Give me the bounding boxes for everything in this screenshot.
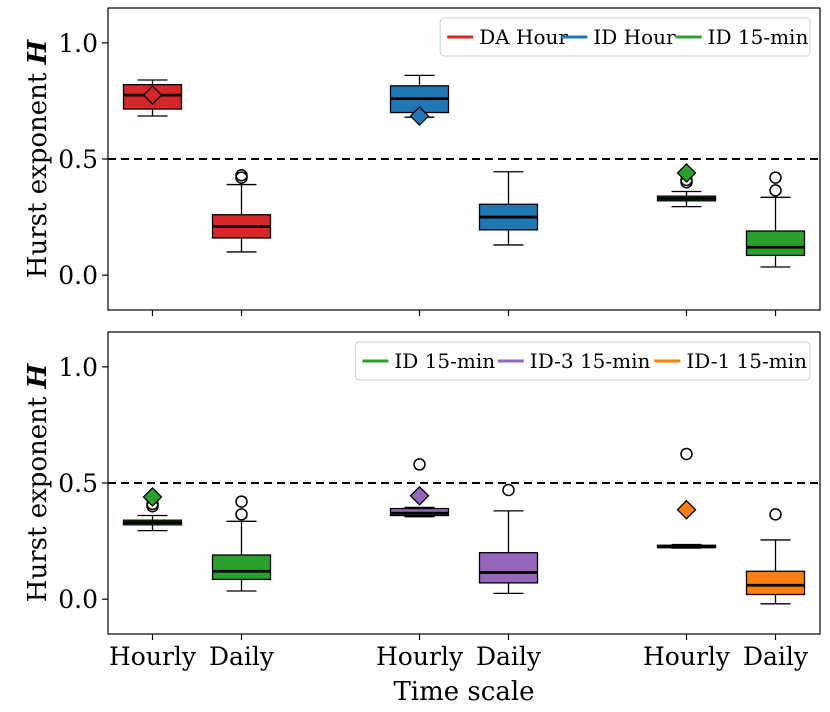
box-1	[122, 79, 183, 117]
box-5	[656, 163, 717, 208]
x-tick-label: Hourly	[376, 642, 464, 671]
outlier-point	[769, 508, 782, 521]
legend-frame	[439, 17, 811, 57]
legend-label: ID-3 15-min	[530, 349, 651, 373]
outlier-point	[769, 184, 782, 197]
legend-label: ID-1 15-min	[686, 349, 807, 373]
outlier-point	[235, 169, 248, 182]
x-tick-label: Daily	[209, 642, 275, 671]
y-axis-label: Hurst exponent H	[23, 38, 53, 278]
y-tick-label: 0.5	[58, 469, 98, 498]
mean-marker	[409, 485, 430, 506]
y-axis-label: Hurst exponent H	[23, 362, 53, 602]
y-tick-label: 0.0	[58, 261, 98, 290]
x-tick-label: Hourly	[109, 642, 197, 671]
legend: DA Hour ID Hour ID 15-min	[439, 17, 811, 57]
box-4	[478, 171, 539, 246]
box-3	[389, 458, 450, 518]
mean-marker	[142, 487, 163, 507]
legend: ID 15-min ID-3 15-min ID-1 15-min	[354, 341, 811, 381]
legend-label: ID Hour	[593, 25, 676, 49]
outlier-point	[769, 171, 782, 184]
y-tick-label: 1.0	[58, 353, 98, 382]
x-tick-label: Daily	[743, 642, 809, 671]
mean-marker	[676, 499, 697, 520]
outlier-point	[235, 508, 248, 521]
x-tick-label: Hourly	[643, 642, 731, 671]
legend-label: DA Hour	[479, 25, 568, 49]
y-tick-label: 0.0	[58, 585, 98, 614]
box-iqr	[745, 230, 806, 257]
box-6	[745, 508, 806, 605]
box-iqr	[211, 554, 272, 581]
box-1	[122, 487, 183, 532]
box-iqr	[745, 570, 806, 596]
mean-marker	[142, 85, 163, 106]
box-4	[478, 483, 539, 594]
legend-label: ID 15-min	[394, 349, 495, 373]
outlier-point	[235, 495, 248, 508]
legend-label: ID 15-min	[708, 25, 809, 49]
box-2	[211, 495, 272, 592]
box-5	[656, 447, 717, 549]
outlier-point	[502, 483, 515, 497]
legend-frame	[354, 341, 811, 381]
box-3	[389, 74, 450, 126]
outlier-point	[680, 447, 693, 461]
x-axis-label: Time scale	[393, 677, 534, 707]
box-iqr	[478, 552, 539, 584]
y-tick-label: 0.5	[58, 145, 98, 174]
y-tick-label: 1.0	[58, 29, 98, 58]
box-6	[745, 171, 806, 268]
outlier-point	[413, 458, 426, 471]
x-tick-label: Daily	[476, 642, 542, 671]
box-2	[211, 169, 272, 253]
mean-marker	[409, 106, 430, 126]
mean-marker	[676, 163, 697, 183]
